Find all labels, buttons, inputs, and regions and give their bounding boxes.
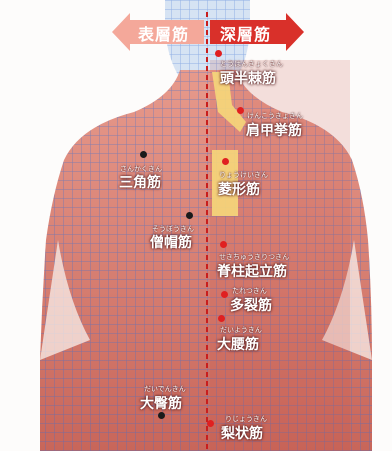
sobokin-label: 僧帽筋 — [150, 232, 192, 252]
tohankyokin-label: 頭半棘筋 — [220, 68, 276, 88]
daiyokin-marker — [218, 315, 225, 322]
rijokin-marker — [207, 420, 214, 427]
deep-arrow: 深層筋 — [210, 13, 304, 51]
daidenkin-marker — [158, 412, 165, 419]
sankakukin-marker — [140, 151, 147, 158]
sobokin-marker — [186, 212, 193, 219]
superficial-arrow: 表層筋 — [112, 13, 204, 51]
kenkokyokin-label: 肩甲挙筋 — [246, 120, 302, 140]
rijokin-label: 梨状筋 — [221, 423, 263, 443]
taretsukin-marker — [221, 291, 228, 298]
tohankyokin-marker — [215, 50, 222, 57]
taretsukin-label: 多裂筋 — [230, 295, 272, 315]
deep-label: 深層筋 — [220, 21, 271, 45]
sekichukiritsukin-label: 脊柱起立筋 — [217, 261, 287, 281]
ryokeikin-label: 菱形筋 — [218, 179, 260, 199]
ryokeikin-marker — [222, 158, 229, 165]
kenkokyokin-marker — [237, 107, 244, 114]
superficial-label: 表層筋 — [138, 21, 189, 45]
daiyokin-label: 大腰筋 — [217, 334, 259, 354]
sekichukiritsukin-marker — [220, 241, 227, 248]
sankakukin-label: 三角筋 — [119, 172, 161, 192]
daidenkin-label: 大臀筋 — [140, 393, 182, 413]
